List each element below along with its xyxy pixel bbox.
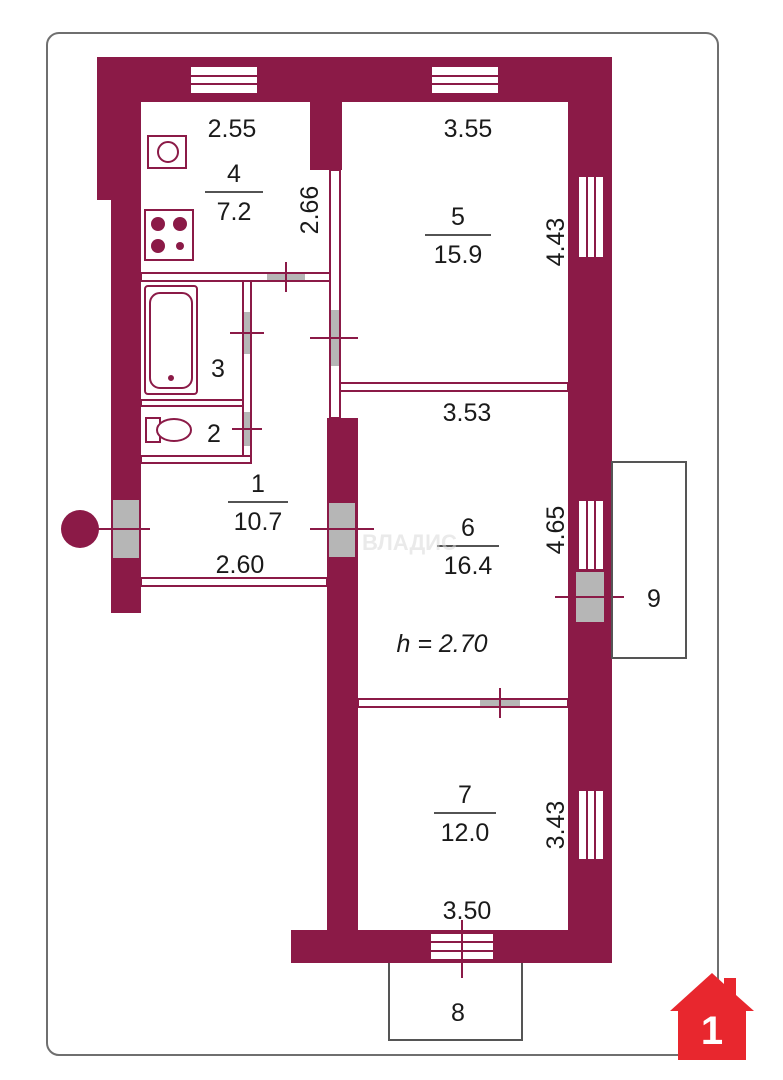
dim-kitchen-depth: 2.66 [296,186,324,235]
room-5-area: 15.9 [434,241,483,269]
dim-room6-depth: 4.65 [542,506,570,555]
partitions [140,169,569,708]
room-7-area: 12.0 [441,819,490,847]
dim-kitchen-width: 2.55 [208,115,257,143]
sheet-border [46,32,719,1056]
windows [189,65,605,961]
room-8-number: 8 [451,999,465,1027]
room-1-number: 1 [251,470,265,498]
dimension-labels: 2.55 2.66 3.55 4.43 3.53 4.65 2.60 3.50 … [208,115,570,925]
room-5-number: 5 [451,203,465,231]
window-room5-right [577,175,605,259]
window-room6-right [577,499,605,571]
balcony-9 [611,461,687,659]
dim-room6-width: 3.53 [443,399,492,427]
entrance-marker-icon [61,510,99,548]
room-9-number: 9 [647,585,661,613]
bathtub-icon [144,285,198,395]
door-ticks [90,262,624,978]
svg-text:1: 1 [701,1009,723,1053]
room-4-area: 7.2 [217,198,252,226]
room-3-number: 3 [211,355,225,383]
washing-machine-icon [147,135,187,169]
balcony-8 [388,963,523,1041]
stove-icon [144,209,194,261]
house-logo-icon: 1 [670,973,754,1060]
toilet-icon [145,417,192,443]
window-room5-top [430,65,500,95]
room-labels: 4 7.2 5 15.9 3 2 1 10.7 6 16.4 7 12.0 9 … [205,160,661,1027]
window-kitchen [189,65,259,95]
window-room7-right [577,789,605,861]
room-7-number: 7 [458,781,472,809]
room-2-number: 2 [207,420,221,448]
room-6-number: 6 [461,514,475,542]
room-1-area: 10.7 [234,508,283,536]
dim-room5-depth: 4.43 [542,218,570,267]
ceiling-height: h = 2.70 [396,630,487,658]
room-4-number: 4 [227,160,241,188]
dim-hall-width: 2.60 [216,551,265,579]
dim-room7-depth: 3.43 [542,801,570,850]
dim-room7-width: 3.50 [443,897,492,925]
room-6-area: 16.4 [444,552,493,580]
watermark: ВЛАДИС [362,530,457,555]
dim-room5-width: 3.55 [444,115,493,143]
